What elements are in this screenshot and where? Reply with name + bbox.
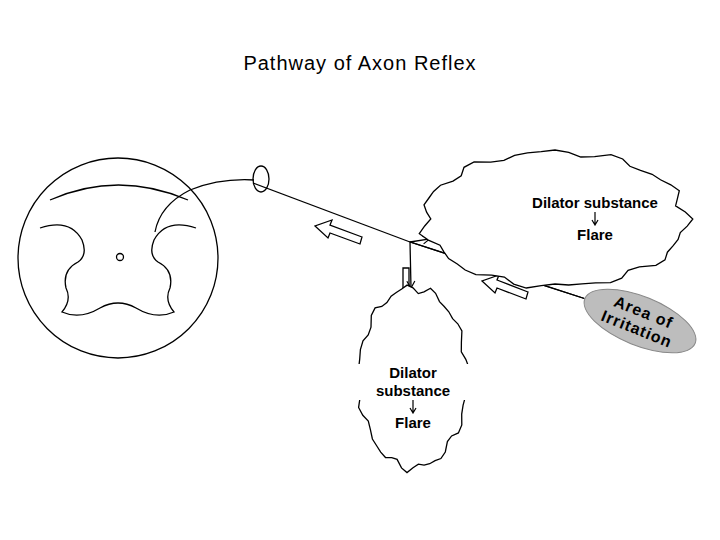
text-column: Dilator substanceFlare — [420, 148, 690, 290]
area-label: Area of Irritation — [587, 286, 693, 357]
substance-label: Dilator substance — [355, 364, 471, 400]
dorsal-root — [155, 180, 254, 232]
substance-label: Dilator substance — [530, 194, 660, 212]
gray-matter — [40, 185, 196, 315]
spinal-cord-outline — [18, 158, 218, 358]
tissue-outline — [420, 148, 690, 290]
text-column: Dilator substanceFlare — [355, 284, 471, 472]
flare-label: Flare — [575, 226, 615, 244]
tissue-region: Dilator substanceFlare — [420, 148, 690, 290]
flare-label: Flare — [393, 414, 433, 432]
small-down-arrow — [590, 212, 600, 226]
irritation-area: Area of Irritation — [575, 275, 705, 366]
diagram-title: Pathway of Axon Reflex — [0, 52, 720, 75]
central-canal — [117, 254, 124, 261]
tissue-region: Dilator substanceFlare — [355, 284, 471, 472]
small-down-arrow — [408, 400, 418, 414]
